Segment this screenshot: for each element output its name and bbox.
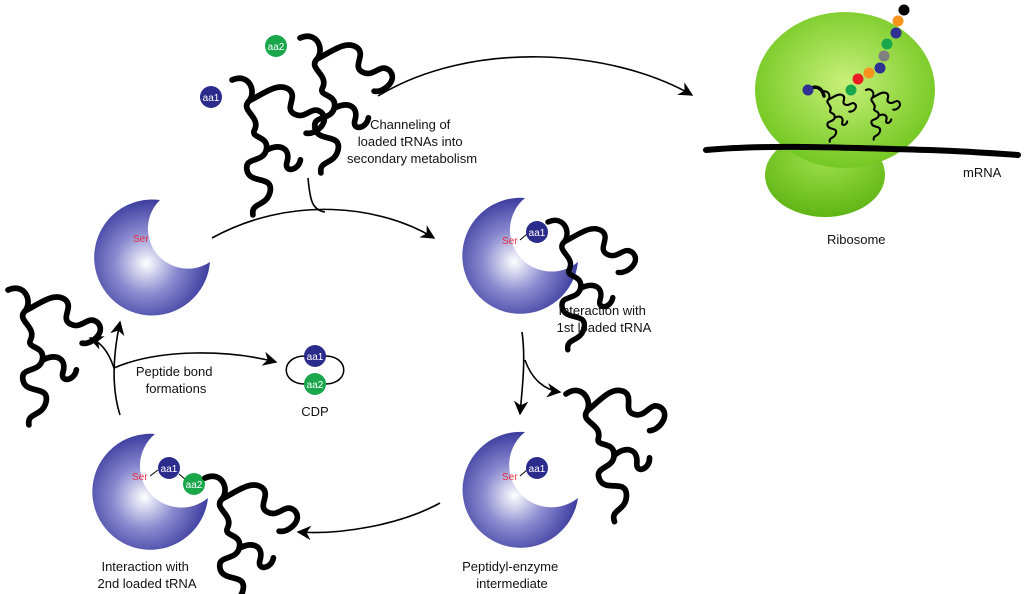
serine-label: Ser bbox=[502, 472, 518, 483]
cdp-label: CDP bbox=[301, 404, 328, 419]
serine-label: Ser bbox=[133, 234, 149, 245]
ribosome-label: Ribosome bbox=[827, 232, 886, 247]
peptide-residue-bead bbox=[881, 38, 893, 50]
aa1-bead-top bbox=[200, 86, 222, 108]
peptide-residue-bead bbox=[892, 15, 904, 27]
bound-trna-2 bbox=[205, 476, 297, 594]
aa1-label: aa1 bbox=[529, 228, 546, 239]
aa2-label: aa2 bbox=[186, 480, 203, 491]
arrow-top-cycle bbox=[211, 208, 436, 239]
peptide-chain bbox=[845, 4, 910, 96]
interaction2-label: Interaction with 2nd loaded tRNA bbox=[97, 559, 196, 591]
aa2-bead-top bbox=[265, 35, 287, 57]
aa1-label: aa1 bbox=[529, 464, 546, 475]
cdp-aa1-label: aa1 bbox=[307, 352, 324, 363]
peptide-residue-bead bbox=[890, 27, 902, 39]
enzyme-body bbox=[94, 199, 210, 316]
ribosome-aa-blue bbox=[802, 84, 814, 96]
serine-label: Ser bbox=[502, 236, 518, 247]
enzyme-interaction-1: Ser aa1 bbox=[462, 197, 635, 350]
mrna-label: mRNA bbox=[963, 165, 1002, 180]
peptide-residue-bead bbox=[898, 4, 910, 16]
cdp-aa2-bead bbox=[304, 373, 326, 395]
enzyme-peptidyl: Ser aa1 bbox=[462, 431, 578, 548]
arrow-release-trna-1 bbox=[524, 359, 562, 398]
arrow-to-ribosome bbox=[377, 56, 694, 97]
aa1-label: aa1 bbox=[161, 464, 178, 475]
peptide-residue-bead bbox=[852, 73, 864, 85]
peptidyl-label: Peptidyl-enzyme intermediate bbox=[462, 559, 562, 591]
interaction1-label: Interaction with 1st loaded tRNA bbox=[557, 303, 652, 335]
enzyme-body bbox=[92, 433, 208, 550]
arrow-trna-join bbox=[307, 177, 326, 213]
released-trna-right bbox=[566, 373, 685, 526]
peptide-residue-bead bbox=[863, 67, 875, 79]
enzyme-body bbox=[462, 197, 578, 314]
peptide-residue-bead bbox=[878, 50, 890, 62]
enzyme-interaction-2: Ser aa1 aa2 bbox=[92, 433, 297, 594]
enzyme-body bbox=[462, 431, 578, 548]
peptide-bond-label: Peptide bond formations bbox=[136, 364, 216, 396]
enzyme-free: Ser bbox=[94, 199, 210, 316]
channeling-label: Channeling of loaded tRNAs into secondar… bbox=[347, 117, 477, 166]
aa1-bead bbox=[526, 457, 548, 479]
released-trna-left bbox=[8, 288, 100, 425]
cyclodipeptide: aa1 aa2 bbox=[285, 345, 345, 395]
mrna-strand bbox=[703, 143, 1021, 158]
ser-aa1-bond bbox=[519, 233, 528, 241]
cdp-ring bbox=[285, 355, 345, 385]
arrow-left-up bbox=[110, 320, 125, 416]
arrow-right-down bbox=[513, 331, 529, 416]
ser-aa1-bond bbox=[519, 469, 528, 477]
aa1-bead bbox=[526, 221, 548, 243]
arrow-to-cdp bbox=[113, 351, 278, 369]
cdp-aa2-label: aa2 bbox=[307, 380, 324, 391]
ser-aa1-bond bbox=[149, 469, 159, 477]
cdp-aa1-bead bbox=[304, 345, 326, 367]
arrow-bottom-cycle bbox=[296, 502, 441, 541]
ribosome bbox=[703, 4, 1021, 217]
aa2-label-top: aa2 bbox=[268, 42, 285, 53]
peptide-residue-bead bbox=[874, 62, 886, 74]
aa1-label-top: aa1 bbox=[203, 93, 220, 104]
aa2-bead bbox=[183, 473, 205, 495]
aa1-bead bbox=[158, 457, 180, 479]
serine-label: Ser bbox=[132, 472, 148, 483]
peptide-residue-bead bbox=[845, 84, 857, 96]
ribosome-large-subunit bbox=[755, 12, 935, 168]
